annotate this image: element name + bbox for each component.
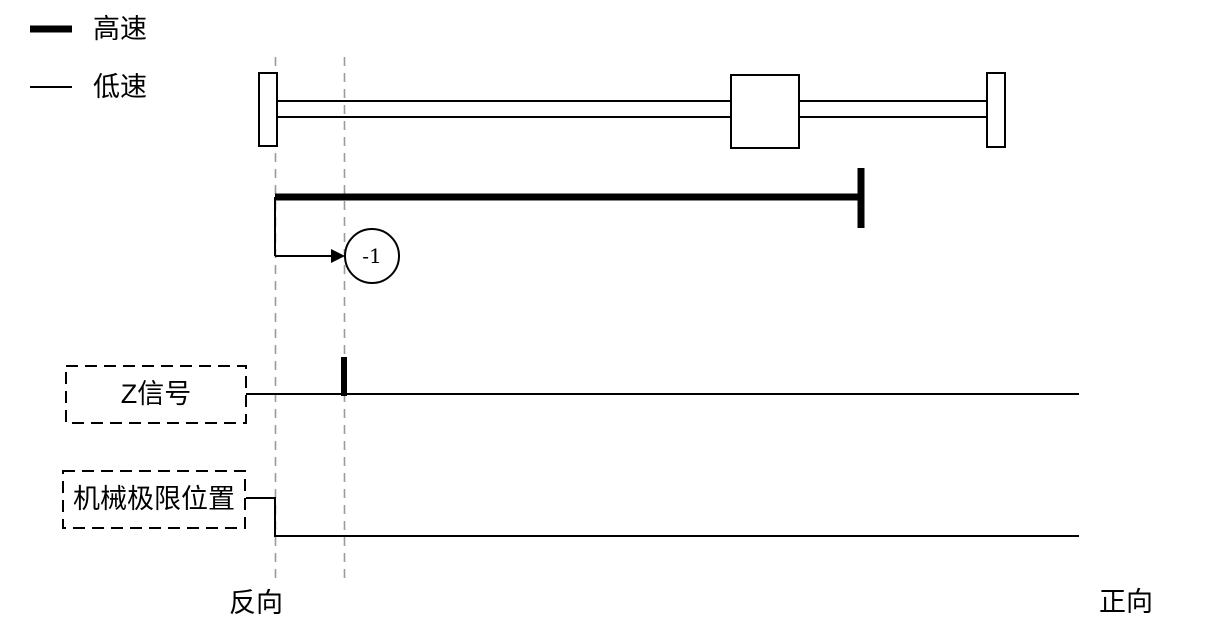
target-point-label: -1 xyxy=(362,244,381,268)
reverse-direction-label: 反向 xyxy=(229,588,283,618)
forward-direction-label: 正向 xyxy=(1099,587,1153,617)
z-signal-track: Z信号 xyxy=(65,357,1079,424)
legend-low-speed-label: 低速 xyxy=(93,72,147,102)
target-point-circle xyxy=(344,228,400,284)
mechanical-axis xyxy=(258,72,1006,149)
mechanical-limit-label: 机械极限位置 xyxy=(73,484,235,514)
motion-trajectory: -1 xyxy=(274,168,865,284)
z-signal-box xyxy=(65,365,247,424)
arrow-head-icon xyxy=(331,249,345,263)
legend-high-speed-label: 高速 xyxy=(93,14,147,44)
mechanical-limit-track: 机械极限位置 xyxy=(62,470,1079,537)
axis-left-end-block xyxy=(258,72,278,147)
z-signal-label: Z信号 xyxy=(121,379,192,409)
legend: 高速 低速 xyxy=(30,14,147,102)
axis-carriage-block xyxy=(730,74,800,149)
axis-right-end-block xyxy=(986,72,1006,148)
mechanical-limit-box xyxy=(62,470,246,529)
mechanical-limit-signal-line xyxy=(246,497,1079,537)
